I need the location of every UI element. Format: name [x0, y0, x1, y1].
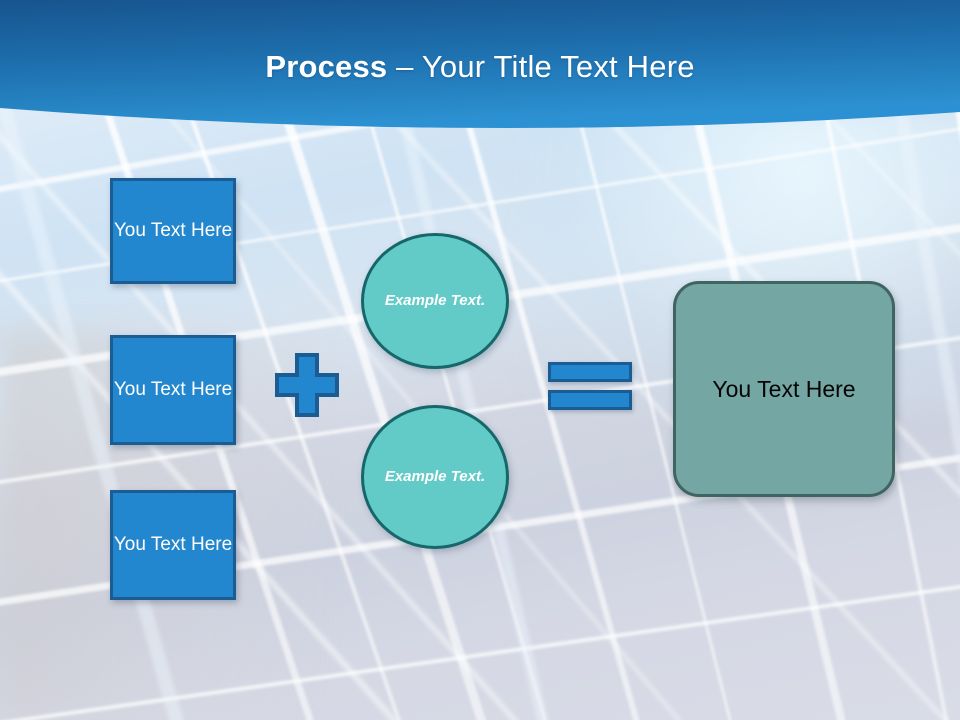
input-box-2[interactable]: You Text Here: [110, 335, 236, 445]
equals-bar-top: [548, 362, 632, 382]
result-box-label: You Text Here: [712, 376, 856, 402]
page-title-rest: – Your Title Text Here: [387, 49, 695, 84]
plus-icon: [274, 352, 340, 418]
input-box-3-label: You Text Here: [113, 534, 233, 555]
example-circle-2[interactable]: Example Text.: [361, 405, 509, 549]
result-box[interactable]: You Text Here: [673, 281, 895, 497]
input-box-1[interactable]: You Text Here: [110, 178, 236, 284]
equals-bar-bottom: [548, 390, 632, 410]
page-title-strong: Process: [265, 49, 388, 84]
example-circle-1-label: Example Text.: [384, 292, 486, 309]
example-circle-2-label: Example Text.: [384, 468, 486, 485]
equals-icon: [548, 362, 632, 410]
input-box-2-label: You Text Here: [113, 379, 233, 400]
input-box-1-label: You Text Here: [113, 220, 233, 241]
example-circle-1[interactable]: Example Text.: [361, 233, 509, 369]
header-band: [0, 0, 960, 140]
page-title: Process – Your Title Text Here: [0, 47, 960, 87]
input-box-3[interactable]: You Text Here: [110, 490, 236, 600]
